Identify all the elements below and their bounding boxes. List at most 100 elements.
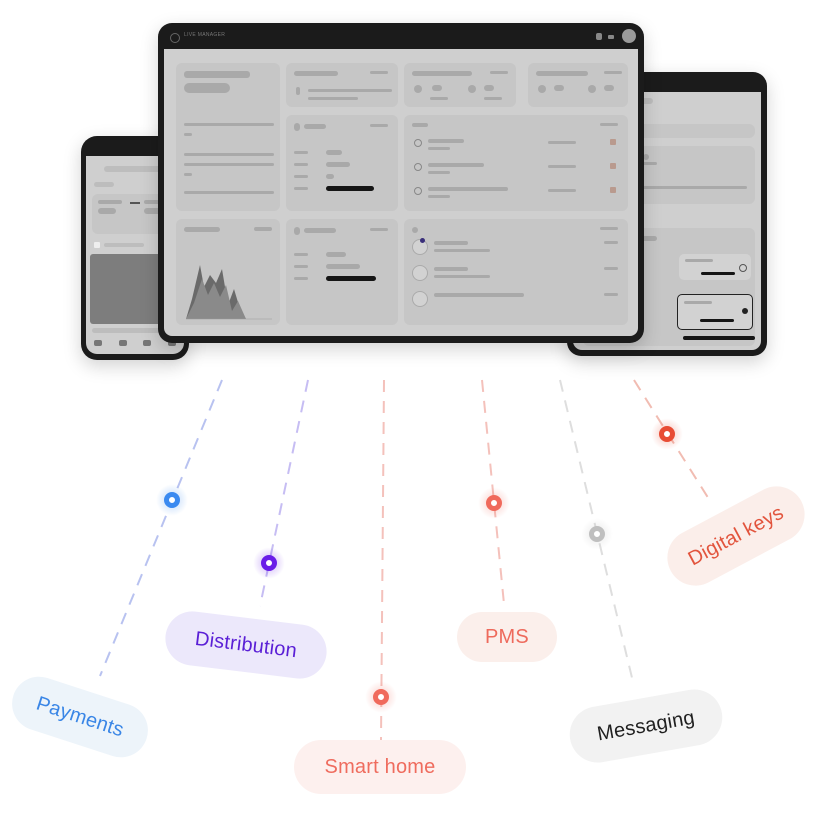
placeholder xyxy=(430,97,448,100)
message-icon xyxy=(412,227,418,233)
inbox-icon[interactable] xyxy=(143,340,152,346)
amenity-icon xyxy=(643,154,649,160)
chart-card xyxy=(176,219,280,325)
radio-checked-icon[interactable] xyxy=(742,308,748,314)
placeholder xyxy=(98,200,122,204)
avatar[interactable] xyxy=(622,29,636,43)
placeholder xyxy=(326,186,374,191)
placeholder xyxy=(604,267,618,270)
placeholder xyxy=(685,259,713,262)
placeholder xyxy=(184,173,192,176)
smart-home-connector xyxy=(380,379,385,741)
home-icon xyxy=(294,227,300,235)
status-icon xyxy=(610,163,616,169)
pill-smart-home-label: Smart home xyxy=(324,755,436,778)
pill-payments-label: Payments xyxy=(33,692,127,741)
home-icon xyxy=(294,123,300,131)
payments-dot xyxy=(164,492,180,508)
placeholder xyxy=(184,83,230,93)
avatar xyxy=(412,265,428,281)
digital-keys-connector xyxy=(633,379,713,505)
placeholder xyxy=(104,166,164,172)
payments-connector xyxy=(99,379,223,677)
unit-card xyxy=(286,115,398,211)
placeholder xyxy=(304,124,326,129)
placeholder xyxy=(370,71,388,74)
placeholder xyxy=(294,71,338,76)
placeholder xyxy=(434,267,468,271)
placeholder xyxy=(184,163,274,166)
placeholder xyxy=(326,162,350,167)
placeholder xyxy=(326,150,342,155)
pms-dot xyxy=(486,495,502,511)
pill-pms[interactable]: PMS xyxy=(457,612,557,662)
placeholder xyxy=(684,301,712,304)
placeholder xyxy=(434,249,490,252)
placeholder xyxy=(308,97,358,100)
placeholder xyxy=(428,171,450,174)
bell-icon[interactable] xyxy=(596,33,602,40)
placeholder xyxy=(294,175,308,178)
pms-connector xyxy=(481,379,505,605)
revenue-chart xyxy=(186,265,272,320)
placeholder xyxy=(326,252,346,257)
placeholder xyxy=(548,189,576,192)
messaging-dot xyxy=(589,526,605,542)
stat-card xyxy=(286,63,398,107)
placeholder xyxy=(412,71,472,76)
placeholder xyxy=(701,272,735,275)
home-icon[interactable] xyxy=(94,340,102,346)
tasks-card xyxy=(404,115,628,211)
placeholder xyxy=(304,228,336,233)
placeholder xyxy=(412,123,428,127)
placeholder xyxy=(600,123,618,126)
placeholder xyxy=(639,162,657,165)
checkbox-icon xyxy=(94,242,100,248)
placeholder xyxy=(548,141,576,144)
digital-keys-dot xyxy=(659,426,675,442)
placeholder xyxy=(600,227,618,230)
placeholder xyxy=(294,277,308,280)
placeholder xyxy=(370,124,388,127)
placeholder xyxy=(294,265,308,268)
messages-card xyxy=(404,219,628,325)
unit-card xyxy=(286,219,398,325)
radio-icon[interactable] xyxy=(739,264,747,272)
avatar xyxy=(468,85,476,93)
clock-icon xyxy=(414,139,422,147)
placeholder xyxy=(434,241,468,245)
placeholder xyxy=(428,195,450,198)
option-card-selected[interactable] xyxy=(677,294,753,330)
placeholder xyxy=(428,187,508,191)
placeholder xyxy=(604,85,614,91)
placeholder xyxy=(94,182,114,187)
placeholder xyxy=(536,71,588,76)
placeholder xyxy=(700,319,734,322)
pill-distribution-label: Distribution xyxy=(193,627,299,662)
pill-smart-home[interactable]: Smart home xyxy=(294,740,466,794)
placeholder xyxy=(254,227,272,231)
tablet-screen xyxy=(164,49,638,336)
message-icon[interactable] xyxy=(608,35,614,39)
arrow-right-icon xyxy=(130,202,140,204)
logo-icon xyxy=(170,33,180,43)
placeholder xyxy=(428,163,484,167)
option-card[interactable] xyxy=(679,254,751,280)
placeholder xyxy=(554,85,564,91)
stat-card xyxy=(528,63,628,107)
status-icon xyxy=(610,139,616,145)
placeholder xyxy=(432,85,442,91)
placeholder xyxy=(104,243,144,247)
placeholder xyxy=(184,71,250,78)
status-icon xyxy=(610,187,616,193)
menu-icon[interactable] xyxy=(167,340,176,346)
placeholder xyxy=(184,153,274,156)
avatar xyxy=(412,291,428,307)
button-placeholder[interactable] xyxy=(683,336,755,340)
placeholder xyxy=(184,227,220,232)
placeholder xyxy=(184,123,274,126)
tablet-title: LIVE MANAGER xyxy=(184,32,226,38)
calendar-icon[interactable] xyxy=(118,340,127,346)
phone-tabbar xyxy=(94,340,176,348)
placeholder xyxy=(548,165,576,168)
